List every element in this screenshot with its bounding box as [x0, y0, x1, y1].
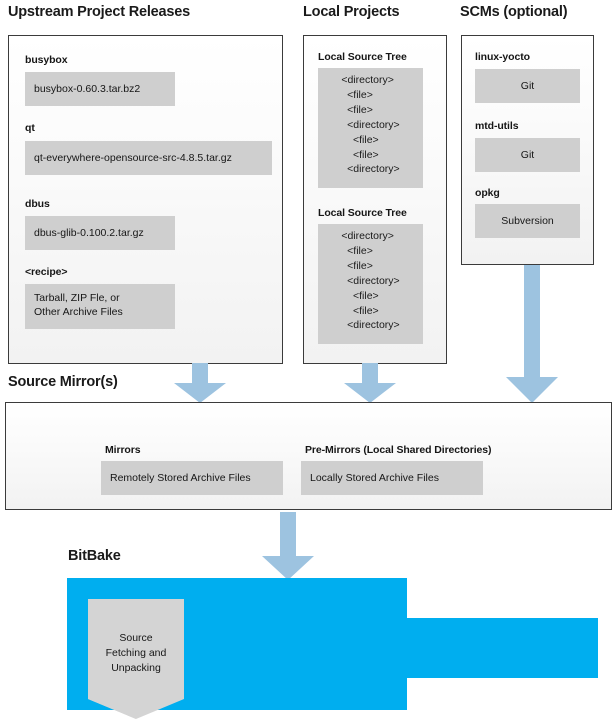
recipe-value-line-2: Other Archive Files — [34, 306, 123, 319]
arrow-source-mirrors-to-bitbake — [262, 512, 314, 580]
tree-line: <file> — [341, 304, 379, 317]
tree-line: <file> — [341, 244, 373, 257]
tree-line: <directory> — [341, 274, 400, 287]
arrow-local-projects-to-source-mirrors — [344, 363, 396, 403]
pre-mirrors-value: Locally Stored Archive Files — [301, 461, 483, 495]
local-tree-label-2: Local Source Tree — [318, 207, 407, 219]
scm-item-value-linux-yocto: Git — [475, 69, 580, 103]
tree-line: <directory> — [341, 118, 400, 131]
recipe-value-line-1: Tarball, ZIP Fle, or — [34, 292, 120, 304]
upstream-item-value-qt: qt-everywhere-opensource-src-4.8.5.tar.g… — [25, 141, 272, 175]
source-fetching-and-unpacking-task: Source Fetching and Unpacking — [88, 599, 184, 719]
bitbake-block — [67, 578, 598, 710]
tree-line: <file> — [341, 259, 373, 272]
tree-line: <file> — [341, 133, 379, 146]
tree-line: <file> — [341, 88, 373, 101]
heading-scms: SCMs (optional) — [460, 4, 568, 20]
tree-line: <file> — [341, 103, 373, 116]
tree-line: <directory> — [341, 74, 394, 86]
local-source-tree-1: <directory> <file> <file> <directory> <f… — [318, 68, 423, 188]
heading-bitbake: BitBake — [68, 548, 121, 564]
tree-line: <directory> — [341, 230, 394, 242]
scm-item-label-opkg: opkg — [475, 187, 500, 199]
upstream-item-label-qt: qt — [25, 122, 35, 134]
tree-line: <file> — [341, 148, 379, 161]
scm-item-label-mtd-utils: mtd-utils — [475, 120, 519, 132]
mirrors-label: Mirrors — [105, 444, 141, 456]
local-source-tree-2: <directory> <file> <file> <directory> <f… — [318, 224, 423, 344]
scm-item-label-linux-yocto: linux-yocto — [475, 51, 530, 63]
heading-source-mirrors: Source Mirror(s) — [8, 374, 118, 390]
upstream-item-value-dbus: dbus-glib-0.100.2.tar.gz — [25, 216, 175, 250]
upstream-item-value-recipe: Tarball, ZIP Fle, or Other Archive Files — [25, 284, 175, 329]
tree-line: <directory> — [341, 319, 400, 332]
arrow-scms-to-source-mirrors — [506, 265, 558, 403]
upstream-item-label-dbus: dbus — [25, 198, 50, 210]
scm-item-value-mtd-utils: Git — [475, 138, 580, 172]
heading-upstream-project-releases: Upstream Project Releases — [8, 4, 190, 20]
mirrors-value: Remotely Stored Archive Files — [101, 461, 283, 495]
local-tree-label-1: Local Source Tree — [318, 51, 407, 63]
tree-line: <file> — [341, 289, 379, 302]
upstream-item-label-busybox: busybox — [25, 54, 68, 66]
tree-line: <directory> — [341, 163, 400, 176]
scm-item-value-opkg: Subversion — [475, 204, 580, 238]
upstream-item-value-busybox: busybox-0.60.3.tar.bz2 — [25, 72, 175, 106]
heading-local-projects: Local Projects — [303, 4, 400, 20]
pre-mirrors-label: Pre-Mirrors (Local Shared Directories) — [305, 444, 492, 456]
upstream-item-label-recipe: <recipe> — [25, 266, 68, 278]
arrow-upstream-to-source-mirrors — [174, 363, 226, 403]
